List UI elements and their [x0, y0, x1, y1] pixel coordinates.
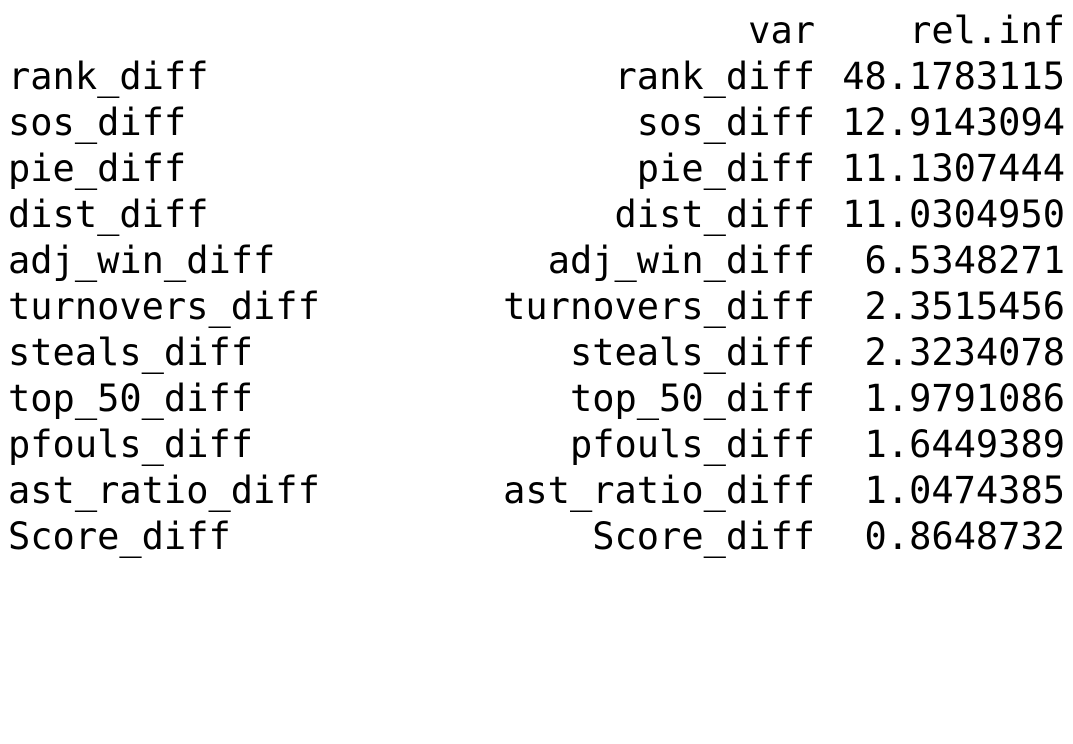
row-name: rank_diff: [8, 55, 209, 98]
table-row: turnovers_diff turnovers_diff 2.3515456: [0, 284, 1073, 330]
row-name: ast_ratio_diff: [8, 469, 320, 512]
row-var: pfouls_diff: [569, 423, 815, 466]
row-name: top_50_diff: [8, 377, 254, 420]
row-rel-inf: 1.6449389: [864, 423, 1065, 466]
table-row: steals_diff steals_diff 2.3234078: [0, 330, 1073, 376]
table-row: dist_diff dist_diff 11.0304950: [0, 192, 1073, 238]
row-rel-inf: 1.0474385: [864, 469, 1065, 512]
row-rel-inf: 0.8648732: [864, 515, 1065, 558]
row-name: dist_diff: [8, 193, 209, 236]
row-rel-inf: 11.0304950: [842, 193, 1065, 236]
column-header-var: var: [748, 9, 815, 52]
row-rel-inf: 1.9791086: [864, 377, 1065, 420]
row-var: turnovers_diff: [503, 285, 815, 328]
row-rel-inf: 2.3234078: [864, 331, 1065, 374]
row-rel-inf: 2.3515456: [864, 285, 1065, 328]
table-row: pie_diff pie_diff 11.1307444: [0, 146, 1073, 192]
row-name: pie_diff: [8, 147, 187, 190]
table-row: ast_ratio_diff ast_ratio_diff 1.0474385: [0, 468, 1073, 514]
row-rel-inf: 6.5348271: [864, 239, 1065, 282]
row-name: adj_win_diff: [8, 239, 276, 282]
row-var: top_50_diff: [569, 377, 815, 420]
row-var: Score_diff: [592, 515, 815, 558]
row-var: adj_win_diff: [547, 239, 815, 282]
table-row: rank_diff rank_diff 48.1783115: [0, 54, 1073, 100]
row-var: ast_ratio_diff: [503, 469, 815, 512]
row-var: steals_diff: [569, 331, 815, 374]
table-row: pfouls_diff pfouls_diff 1.6449389: [0, 422, 1073, 468]
row-rel-inf: 11.1307444: [842, 147, 1065, 190]
row-var: pie_diff: [636, 147, 815, 190]
table-row: adj_win_diff adj_win_diff 6.5348271: [0, 238, 1073, 284]
row-rel-inf: 12.9143094: [842, 101, 1065, 144]
table-row: top_50_diff top_50_diff 1.9791086: [0, 376, 1073, 422]
row-name: turnovers_diff: [8, 285, 320, 328]
row-rel-inf: 48.1783115: [842, 55, 1065, 98]
table-row: Score_diff Score_diff 0.8648732: [0, 514, 1073, 560]
row-name: pfouls_diff: [8, 423, 254, 466]
row-var: dist_diff: [614, 193, 815, 236]
table-row: sos_diff sos_diff 12.9143094: [0, 100, 1073, 146]
table-header-row: var rel.inf: [0, 8, 1073, 54]
row-name: Score_diff: [8, 515, 231, 558]
console-output: var rel.inf rank_diff rank_diff 48.17831…: [0, 8, 1073, 560]
row-name: steals_diff: [8, 331, 254, 374]
row-var: rank_diff: [614, 55, 815, 98]
column-header-rel-inf: rel.inf: [909, 9, 1065, 52]
row-name: sos_diff: [8, 101, 187, 144]
row-var: sos_diff: [636, 101, 815, 144]
